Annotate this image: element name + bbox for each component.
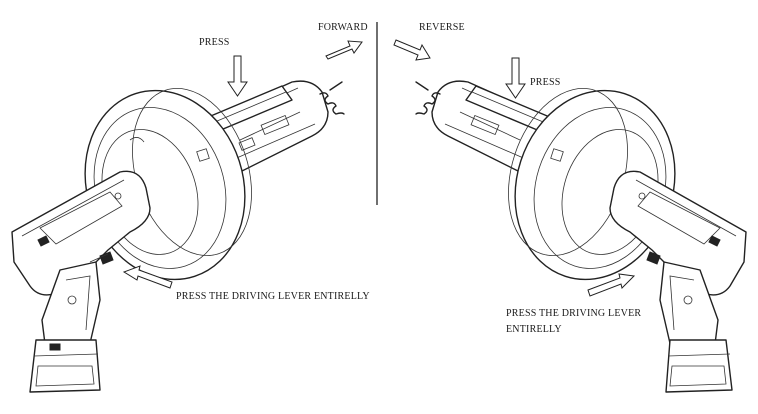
right-drain-auger bbox=[415, 80, 747, 393]
right-lever-label-line2: ENTIRELLY bbox=[506, 324, 562, 335]
left-lever-label: PRESS THE DRIVING LEVER ENTIRELLY bbox=[176, 291, 370, 302]
left-press-arrow bbox=[227, 55, 248, 97]
left-drain-auger bbox=[11, 80, 345, 393]
left-barrel bbox=[211, 80, 345, 173]
right-handle bbox=[609, 170, 747, 296]
left-press-label: PRESS bbox=[199, 37, 230, 48]
forward-label: FORWARD bbox=[318, 22, 368, 33]
right-grip-battery bbox=[659, 261, 733, 393]
forward-arrow bbox=[325, 40, 363, 60]
right-press-label: PRESS bbox=[530, 77, 561, 88]
reverse-arrow bbox=[393, 39, 431, 61]
right-press-arrow bbox=[505, 57, 526, 99]
left-grip-battery bbox=[29, 261, 101, 393]
reverse-label: REVERSE bbox=[419, 22, 465, 33]
right-lever-label-line1: PRESS THE DRIVING LEVER bbox=[506, 308, 642, 319]
left-lever-arrow bbox=[122, 265, 173, 289]
left-handle bbox=[11, 170, 151, 296]
right-lever-arrow bbox=[587, 273, 636, 297]
